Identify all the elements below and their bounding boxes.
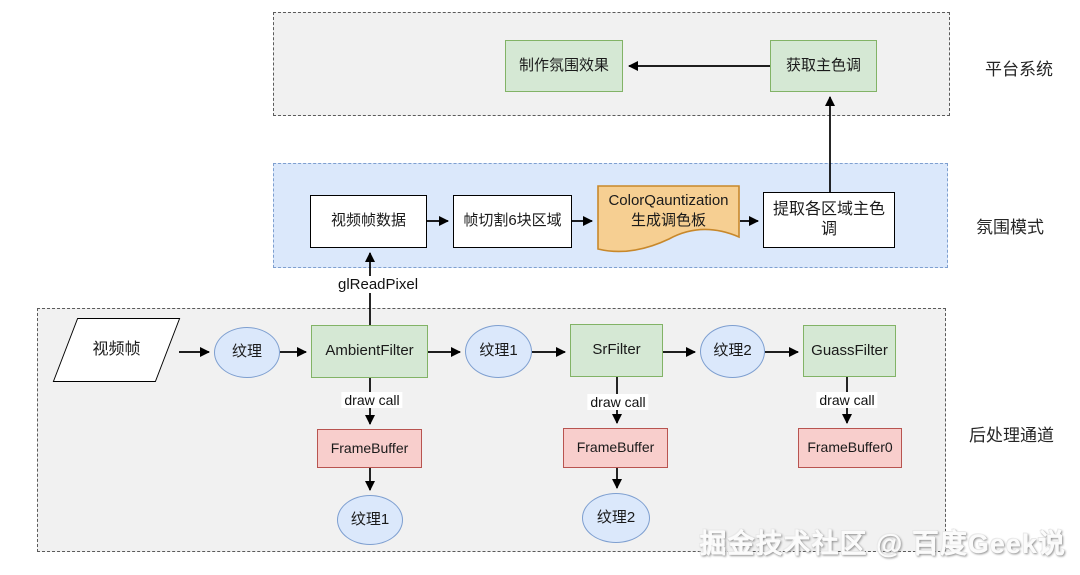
node-guass-filter: GuassFilter	[803, 325, 896, 377]
platform-system-label: 平台系统	[985, 60, 1053, 79]
node-get-main-color: 获取主色调	[770, 40, 877, 92]
node-video-frame-data: 视频帧数据	[310, 195, 427, 248]
edge-label-draw-call-2: draw call	[587, 394, 649, 410]
node-frame-cut-6-regions: 帧切割6块区域	[453, 195, 572, 248]
color-quantization-line2: 生成调色板	[630, 211, 706, 229]
post-process-label: 后处理通道	[969, 426, 1054, 445]
node-video-frame: 视频帧	[52, 318, 181, 382]
edge-label-draw-call-1: draw call	[341, 392, 403, 408]
ambient-mode-label: 氛围模式	[976, 218, 1044, 237]
watermark-text: 掘金技术社区 @ 百度Geek说	[699, 529, 1066, 559]
edge-label-draw-call-3: draw call	[816, 392, 878, 408]
node-texture2-mid: 纹理2	[700, 325, 765, 378]
node-texture-in: 纹理	[214, 327, 280, 378]
node-texture1-out: 纹理1	[337, 495, 403, 545]
document-shape	[597, 185, 740, 253]
node-color-quantization: ColorQauntization 生成调色板	[597, 185, 740, 257]
color-quantization-line1: ColorQauntization	[608, 192, 729, 209]
node-make-ambient-effect: 制作氛围效果	[505, 40, 623, 92]
node-framebuffer-2: FrameBuffer	[563, 428, 668, 468]
node-texture1-mid: 纹理1	[465, 325, 532, 378]
node-texture2-out: 纹理2	[582, 493, 650, 543]
video-frame-label: 视频帧	[92, 341, 141, 358]
edge-label-glreadpixel: glReadPixel	[334, 276, 422, 293]
node-framebuffer-1: FrameBuffer	[317, 429, 422, 468]
node-ambient-filter: AmbientFilter	[311, 325, 428, 378]
node-sr-filter: SrFilter	[570, 324, 663, 377]
node-framebuffer-0: FrameBuffer0	[798, 428, 902, 468]
node-extract-region-main-color: 提取各区域主色调	[763, 192, 895, 248]
